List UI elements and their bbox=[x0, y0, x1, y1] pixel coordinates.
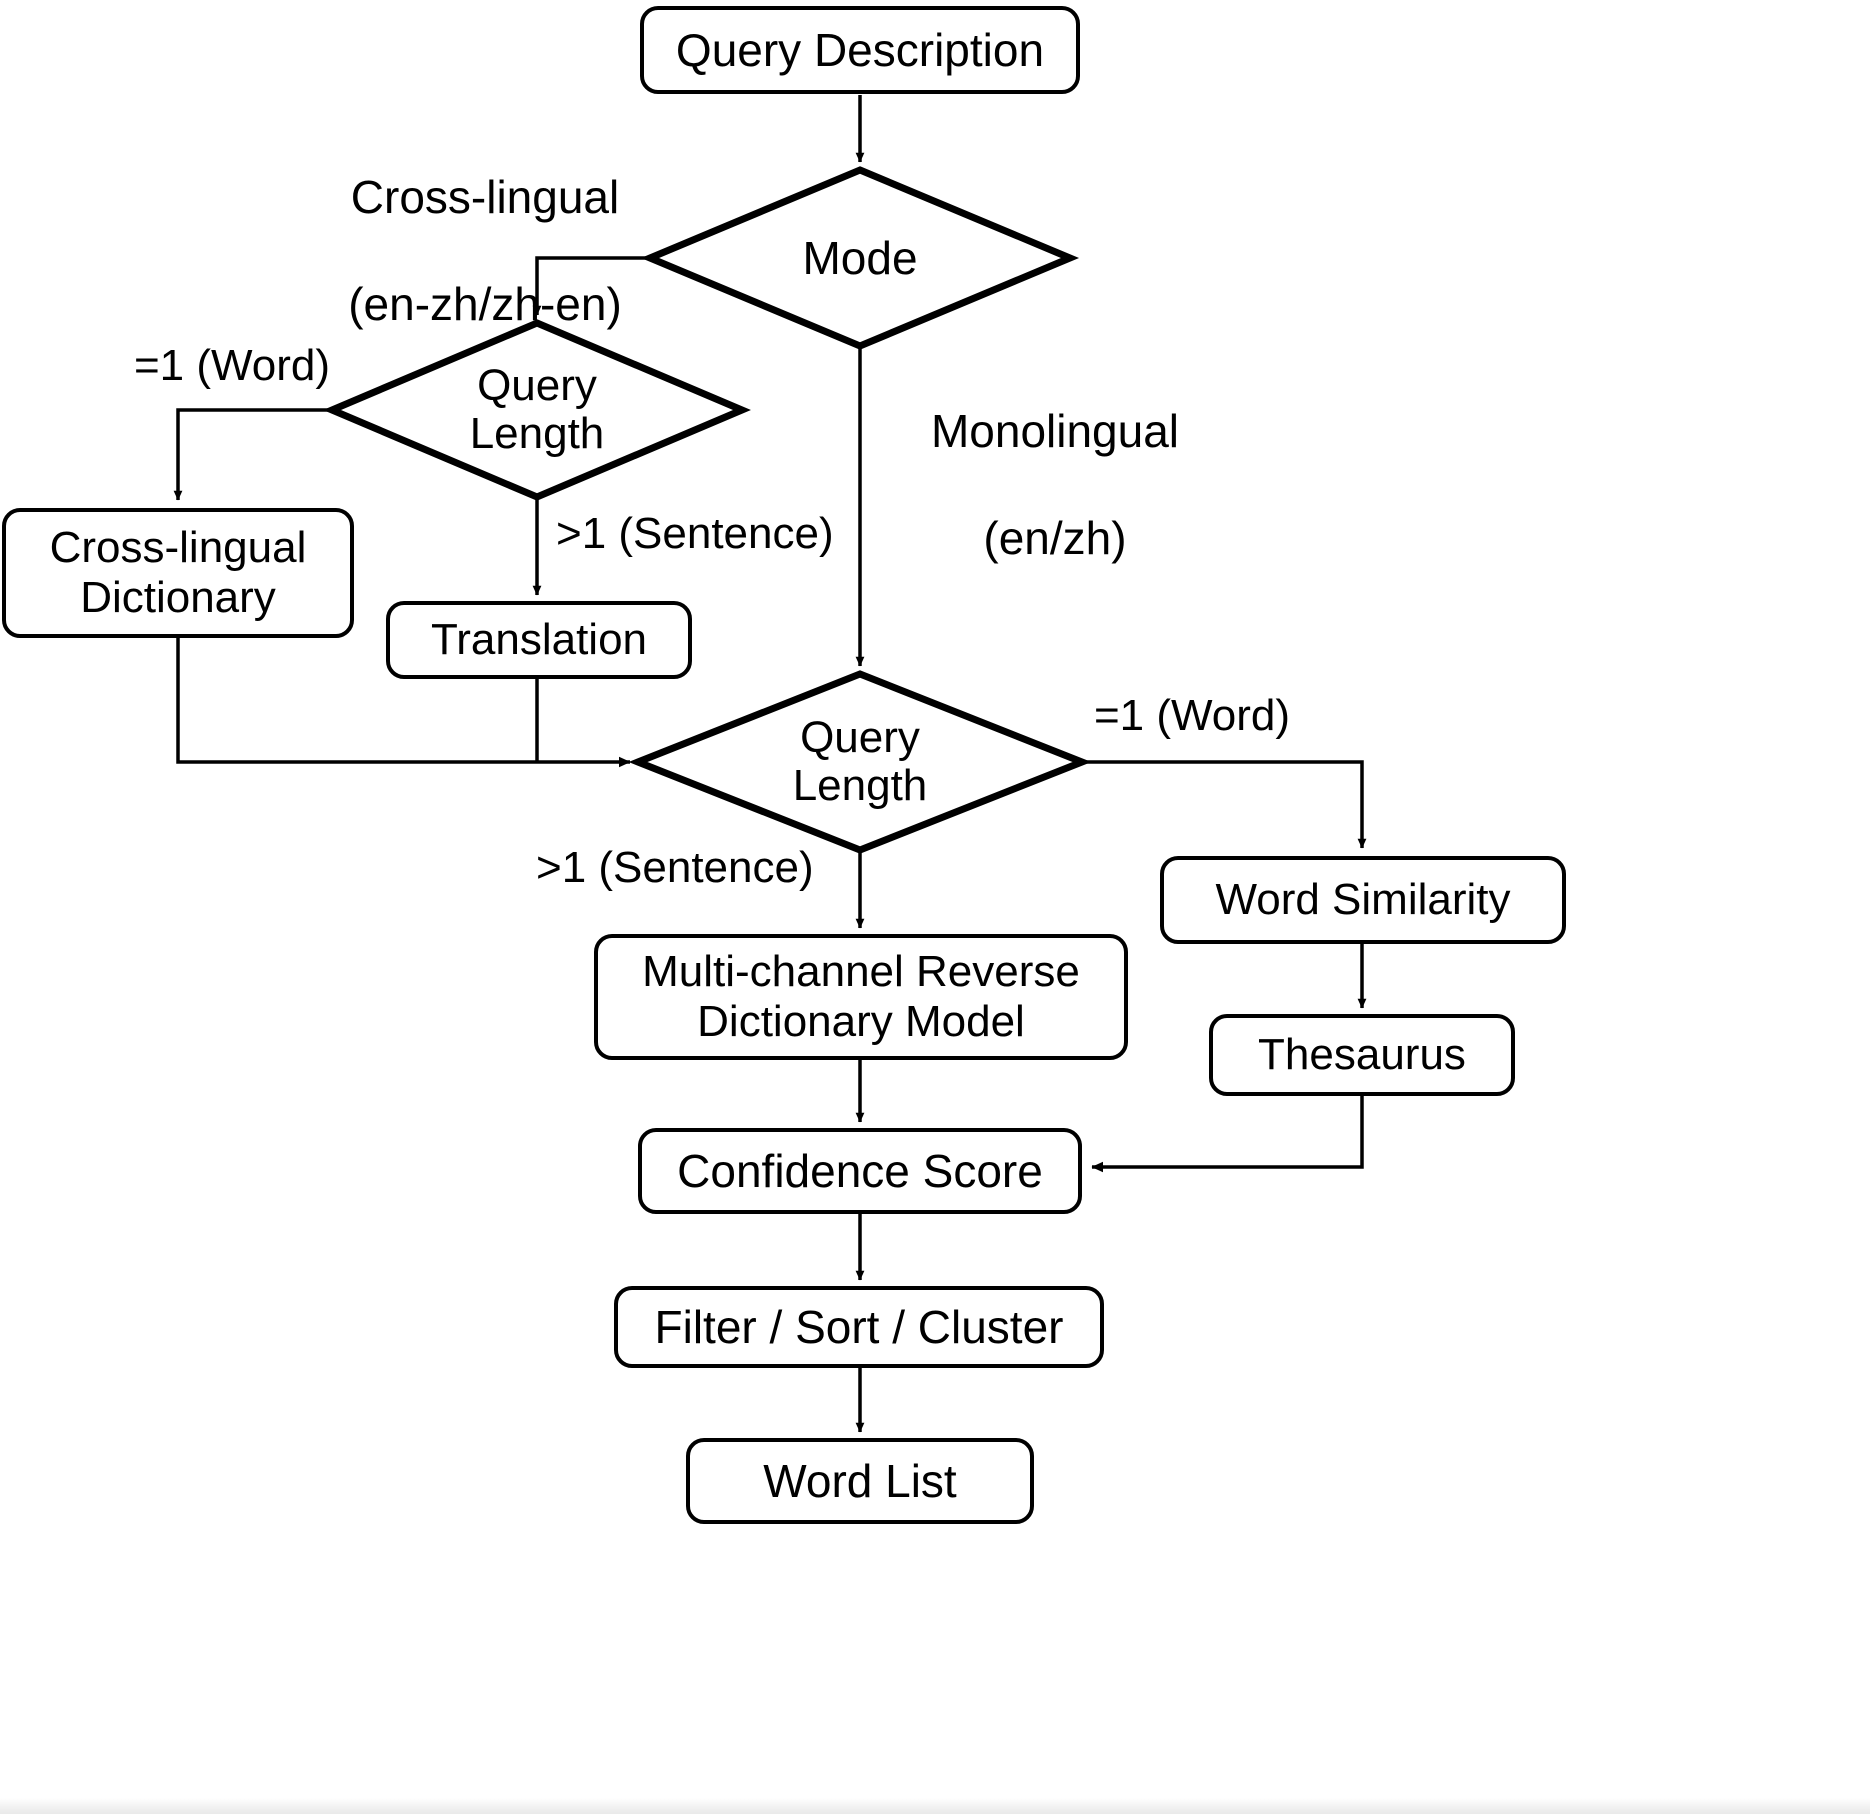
multi-channel-model-line1: Multi-channel Reverse bbox=[642, 946, 1080, 996]
edge-label-word-right: =1 (Word) bbox=[1093, 691, 1291, 740]
node-translation-label: Translation bbox=[430, 614, 648, 664]
edge-label-cross-lingual-line2: (en-zh/zh-en) bbox=[348, 278, 622, 331]
edge-label-cross-lingual: Cross-lingual (en-zh/zh-en) bbox=[300, 118, 670, 385]
query-length-cross-line1: Query bbox=[477, 360, 597, 410]
query-length-mono-line1: Query bbox=[800, 712, 920, 762]
node-query-length-monolingual-label: Query Length bbox=[792, 712, 928, 811]
node-word-similarity[interactable]: Word Similarity bbox=[1160, 856, 1566, 944]
edge-label-sentence-bottom: >1 (Sentence) bbox=[536, 843, 814, 892]
edge-label-monolingual-line1: Monolingual bbox=[930, 405, 1180, 458]
bottom-gradient-bar bbox=[0, 1798, 1870, 1814]
node-query-length-crosslingual[interactable]: Query Length bbox=[332, 323, 742, 497]
edge-label-monolingual-line2: (en/zh) bbox=[983, 512, 1127, 565]
query-length-cross-line2: Length bbox=[469, 409, 605, 458]
node-mode-label: Mode bbox=[802, 231, 918, 284]
node-mode[interactable]: Mode bbox=[650, 170, 1070, 346]
node-confidence-score-label: Confidence Score bbox=[677, 1144, 1043, 1197]
query-length-mono-line2: Length bbox=[792, 761, 928, 810]
node-word-list-label: Word List bbox=[763, 1454, 957, 1507]
node-query-description[interactable]: Query Description bbox=[640, 6, 1080, 94]
node-query-length-crosslingual-label: Query Length bbox=[469, 360, 605, 459]
cross-lingual-dictionary-line2: Dictionary bbox=[80, 573, 276, 622]
node-word-list[interactable]: Word List bbox=[686, 1438, 1034, 1524]
edge-label-cross-lingual-line1: Cross-lingual bbox=[350, 171, 620, 224]
edge-label-word-left: =1 (Word) bbox=[133, 341, 331, 390]
node-filter-sort-cluster[interactable]: Filter / Sort / Cluster bbox=[614, 1286, 1104, 1368]
node-confidence-score[interactable]: Confidence Score bbox=[638, 1128, 1082, 1214]
edge-label-sentence-left: >1 (Sentence) bbox=[556, 509, 834, 558]
multi-channel-model-line2: Dictionary Model bbox=[697, 997, 1025, 1046]
node-filter-sort-cluster-label: Filter / Sort / Cluster bbox=[654, 1300, 1064, 1353]
node-translation[interactable]: Translation bbox=[386, 601, 692, 679]
cross-lingual-dictionary-line1: Cross-lingual bbox=[49, 522, 307, 572]
node-cross-lingual-dictionary[interactable]: Cross-lingual Dictionary bbox=[2, 508, 354, 638]
edge-label-monolingual: Monolingual (en/zh) bbox=[890, 352, 1220, 619]
node-multi-channel-reverse-dictionary-model[interactable]: Multi-channel Reverse Dictionary Model bbox=[594, 934, 1128, 1060]
node-word-similarity-label: Word Similarity bbox=[1215, 874, 1511, 924]
node-query-length-monolingual[interactable]: Query Length bbox=[638, 674, 1082, 850]
node-query-description-label: Query Description bbox=[675, 23, 1045, 76]
node-thesaurus-label: Thesaurus bbox=[1258, 1029, 1466, 1079]
node-thesaurus[interactable]: Thesaurus bbox=[1209, 1014, 1515, 1096]
